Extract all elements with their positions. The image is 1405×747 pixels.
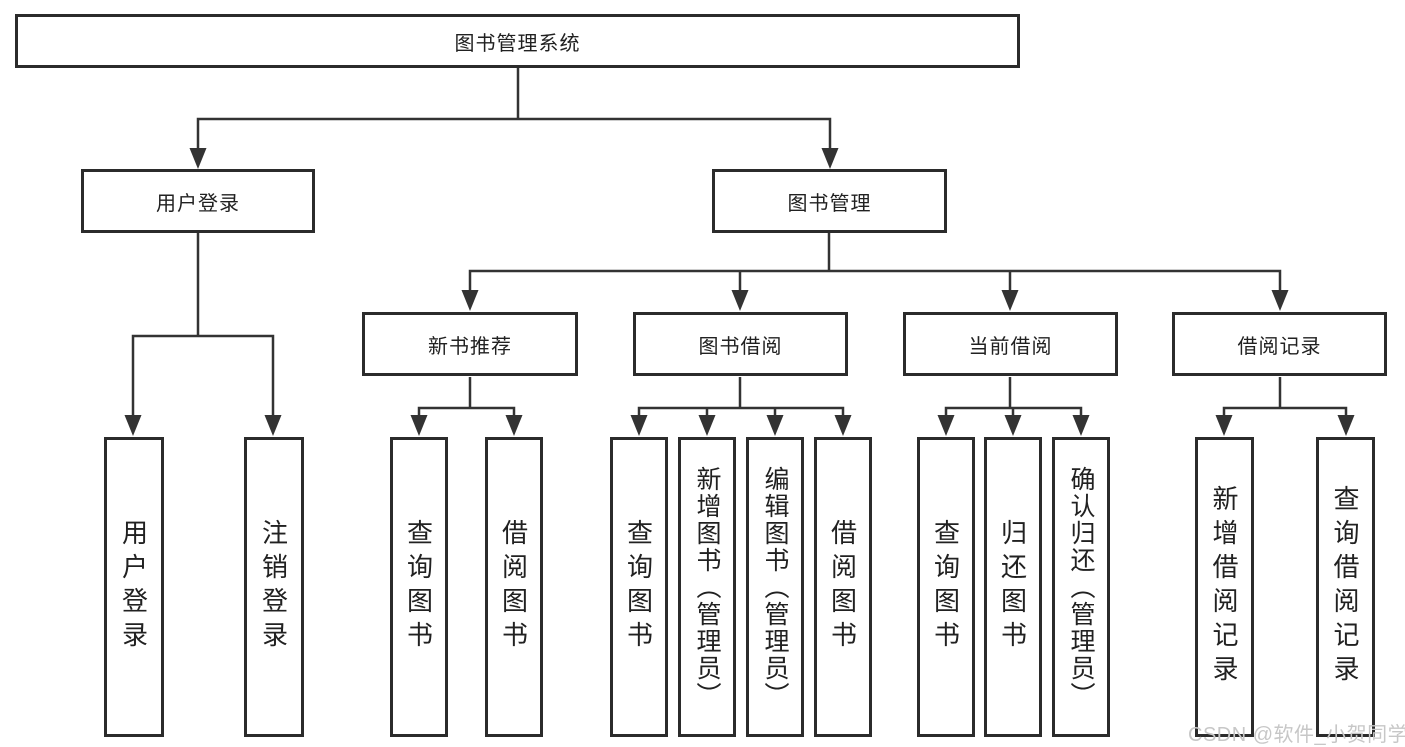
leaf-user-login: 用户登录 — [104, 437, 164, 737]
leaf-borrow-borrow: 借阅图书 — [814, 437, 872, 737]
leaf-logout-label: 注销登录 — [258, 519, 289, 655]
leaf-records-add-label: 新增借阅记录 — [1209, 485, 1239, 689]
leaf-newbooks-query-label: 查询图书 — [403, 519, 434, 655]
wire-records-to-leaves — [1222, 406, 1348, 418]
node-borrow-records-label: 借阅记录 — [1237, 335, 1322, 358]
node-new-books: 新书推荐 — [362, 312, 578, 376]
leaf-current-query: 查询图书 — [917, 437, 975, 737]
leaf-records-add: 新增借阅记录 — [1195, 437, 1254, 737]
wire-group-stems — [468, 377, 1282, 408]
leaf-borrow-query: 查询图书 — [610, 437, 668, 737]
node-book-mgmt: 图书管理 — [712, 169, 947, 233]
node-user-login-label: 用户登录 — [156, 192, 240, 215]
leaf-borrow-query-label: 查询图书 — [623, 519, 654, 655]
leaf-newbooks-borrow: 借阅图书 — [485, 437, 543, 737]
wire-newbooks-to-leaves — [417, 406, 516, 418]
wire-root-to-level1 — [196, 117, 832, 150]
leaf-newbooks-query: 查询图书 — [390, 437, 448, 737]
arrowheads — [124, 148, 1355, 436]
node-root: 图书管理系统 — [15, 14, 1020, 68]
wire-userlogin-to-leaves — [131, 334, 275, 418]
node-root-label: 图书管理系统 — [454, 32, 581, 55]
leaf-borrow-borrow-label: 借阅图书 — [827, 519, 858, 655]
leaf-user-login-label: 用户登录 — [118, 519, 149, 655]
leaf-records-query: 查询借阅记录 — [1316, 437, 1375, 737]
leaf-borrow-add-admin: 新增图书（管理员） — [678, 437, 736, 737]
node-new-books-label: 新书推荐 — [428, 335, 512, 358]
leaf-current-return-label: 归还图书 — [997, 519, 1028, 655]
leaf-current-query-label: 查询图书 — [930, 519, 961, 655]
node-current-borrow-label: 当前借阅 — [968, 335, 1053, 358]
leaf-newbooks-borrow-label: 借阅图书 — [498, 519, 529, 655]
node-book-borrow-label: 图书借阅 — [698, 335, 783, 358]
leaf-current-return: 归还图书 — [984, 437, 1042, 737]
leaf-borrow-edit-admin-label: 编辑图书（管理员） — [761, 465, 789, 709]
node-current-borrow: 当前借阅 — [903, 312, 1118, 376]
wire-borrow-to-leaves — [637, 406, 845, 418]
leaf-current-confirm-admin: 确认归还（管理员） — [1052, 437, 1110, 737]
leaf-borrow-edit-admin: 编辑图书（管理员） — [746, 437, 804, 737]
node-borrow-records: 借阅记录 — [1172, 312, 1387, 376]
node-user-login: 用户登录 — [81, 169, 315, 233]
node-book-borrow: 图书借阅 — [633, 312, 848, 376]
csdn-watermark: CSDN @软件_小贺同学 — [1188, 724, 1405, 746]
leaf-logout: 注销登录 — [244, 437, 304, 737]
leaf-borrow-add-admin-label: 新增图书（管理员） — [693, 465, 721, 709]
wire-bookmgmt-to-groups — [468, 269, 1282, 293]
node-book-mgmt-label: 图书管理 — [787, 192, 872, 215]
leaf-current-confirm-admin-label: 确认归还（管理员） — [1067, 465, 1095, 709]
leaf-records-query-label: 查询借阅记录 — [1330, 485, 1360, 689]
